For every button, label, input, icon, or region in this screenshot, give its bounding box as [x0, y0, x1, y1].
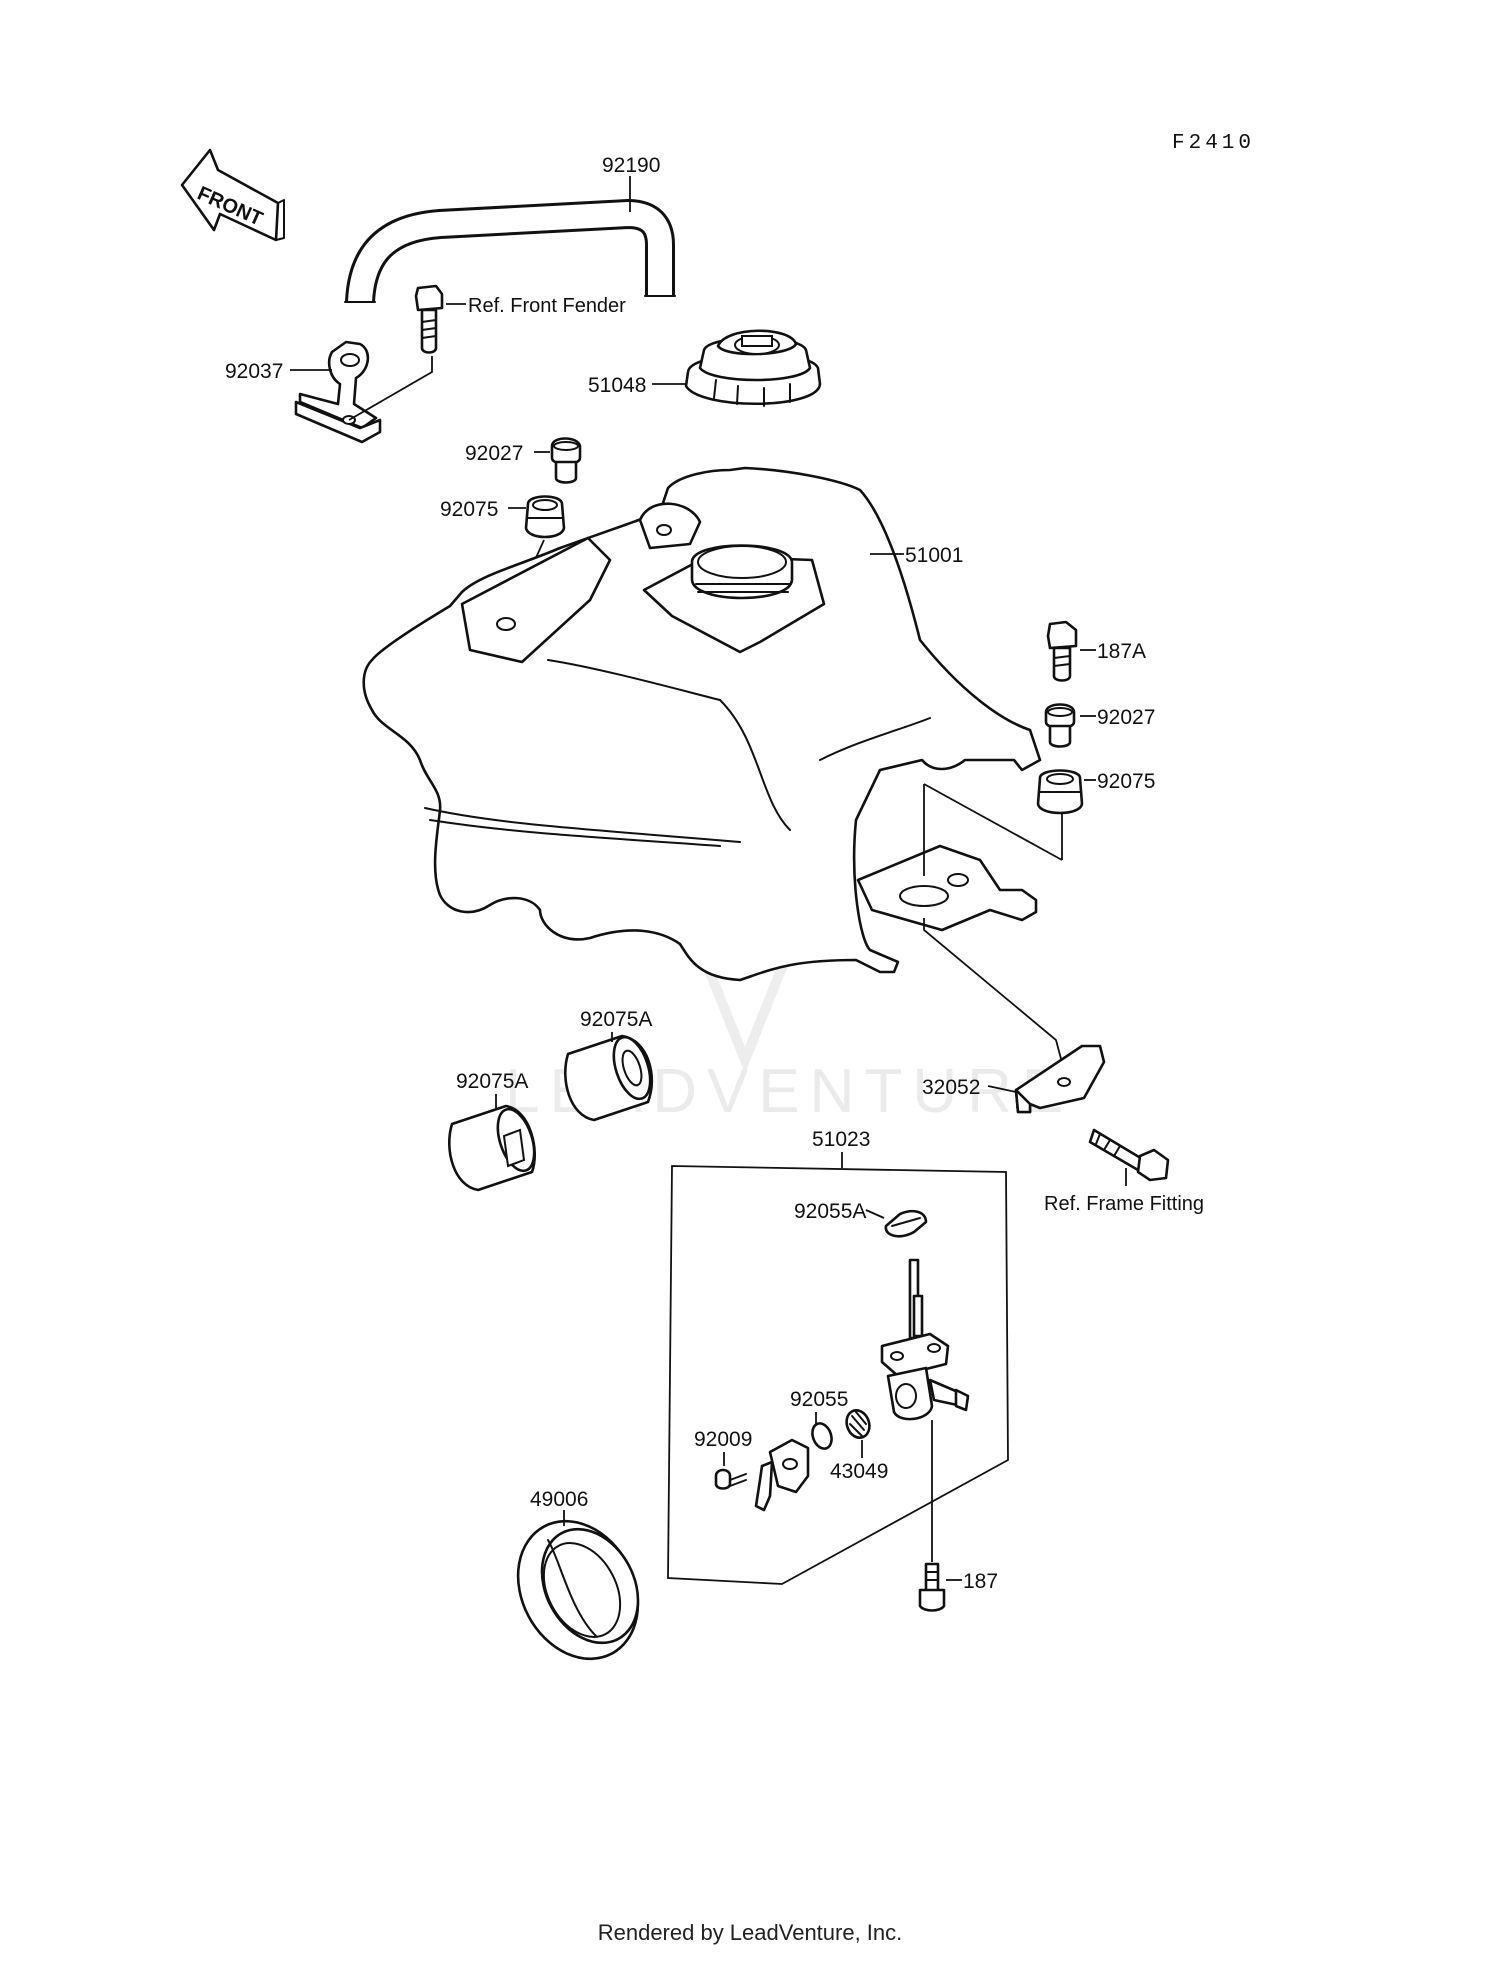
label-ref-frame-fitting: Ref. Frame Fitting	[1044, 1193, 1204, 1215]
label-92027-left: 92027	[465, 442, 523, 465]
bolt-187	[918, 1562, 946, 1612]
bolt-187a	[1046, 620, 1078, 682]
label-92190: 92190	[602, 154, 660, 177]
bolt-front-fender	[414, 284, 444, 354]
label-49006: 49006	[530, 1488, 588, 1511]
filter	[845, 1409, 871, 1439]
grommet	[516, 1519, 640, 1661]
label-92075-left: 92075	[440, 498, 498, 521]
label-51023: 51023	[812, 1128, 870, 1151]
label-187: 187	[963, 1570, 998, 1593]
collar-left	[550, 437, 582, 484]
fuel-tank	[362, 466, 1042, 982]
footer-credit: Rendered by LeadVenture, Inc.	[597, 1920, 903, 1945]
label-187a: 187A	[1097, 640, 1146, 663]
label-51048: 51048	[588, 374, 646, 397]
packing	[884, 1209, 928, 1238]
label-92075-right: 92075	[1097, 770, 1155, 793]
damper-a-lower	[448, 1104, 536, 1192]
plate-bracket	[1014, 1044, 1106, 1114]
label-92027-right: 92027	[1097, 706, 1155, 729]
bracket	[294, 340, 382, 444]
o-ring	[811, 1422, 833, 1450]
label-32052: 32052	[922, 1076, 980, 1099]
bolt-frame-fitting	[1088, 1128, 1170, 1182]
label-92055: 92055	[790, 1388, 848, 1411]
fuel-cap	[684, 329, 822, 407]
label-ref-front-fender: Ref. Front Fender	[468, 295, 626, 317]
label-92075a-lower: 92075A	[456, 1070, 528, 1093]
label-43049: 43049	[830, 1460, 888, 1483]
fuel-cock	[880, 1258, 970, 1421]
collar-right	[1044, 703, 1076, 748]
screw	[714, 1468, 747, 1490]
cock-lever	[754, 1438, 810, 1512]
label-92075a-upper: 92075A	[580, 1008, 652, 1031]
label-92055a: 92055A	[794, 1200, 866, 1223]
front-arrow-icon: FRONT	[180, 148, 285, 242]
fuel-cock-assembly-box	[667, 1165, 1009, 1585]
figure-code: F2410	[1172, 132, 1255, 155]
damper-right	[1036, 769, 1084, 815]
label-92009: 92009	[694, 1428, 752, 1451]
label-51001: 51001	[905, 544, 963, 567]
damper-a-upper	[564, 1034, 654, 1122]
damper-left	[524, 495, 566, 539]
label-92037: 92037	[225, 360, 283, 383]
breather-hose	[344, 198, 676, 304]
